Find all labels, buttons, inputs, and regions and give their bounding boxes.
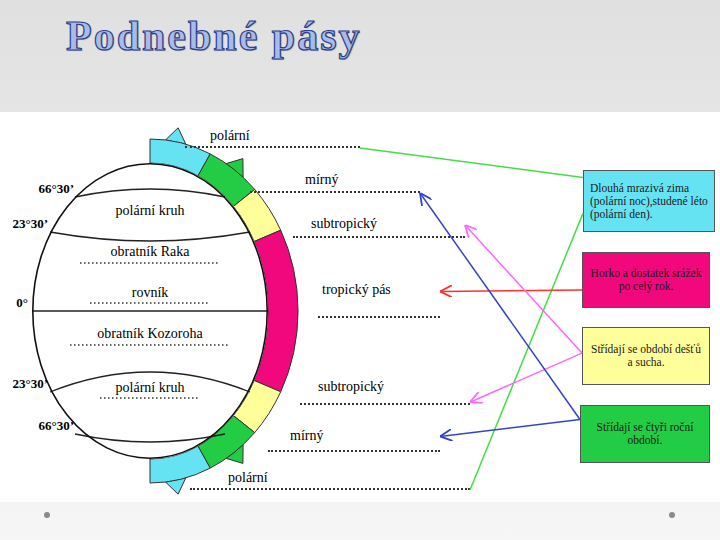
dotted-underline — [100, 397, 200, 399]
slide-dot — [669, 512, 675, 518]
latitude-line — [75, 189, 225, 197]
connector-line — [440, 290, 582, 291]
globe-circle: polární kruh obratník Raka rovník obratník … — [32, 163, 268, 459]
zone-name: subtropický — [311, 216, 465, 232]
dotted-underline — [90, 302, 210, 304]
climate-description: Střídají se čtyři roční období. — [587, 421, 703, 447]
degree-label: 23°30’ — [12, 376, 48, 392]
latitude-line — [50, 232, 250, 241]
degree-label: 0° — [16, 295, 28, 311]
climate-box: Střídají se čtyři roční období. — [580, 405, 710, 463]
content-area — [0, 112, 720, 502]
zone-label: polární — [185, 126, 360, 148]
degree-label: 66°30’ — [38, 181, 74, 197]
climate-box: Horko a dostatek srážek po celý rok. — [582, 252, 710, 308]
dotted-underline — [80, 262, 220, 264]
zone-label: mírný — [268, 426, 440, 452]
dotted-underlines — [70, 263, 230, 398]
zone-name: polární — [210, 128, 360, 144]
connector-line — [465, 225, 582, 353]
zone-label: subtropický — [300, 377, 470, 405]
climate-box: Střídají se období dešťů a sucha. — [582, 327, 710, 385]
latitude-name: obratník Raka — [111, 244, 190, 260]
globe-fill — [32, 163, 268, 459]
climate-description: Střídají se období dešťů a sucha. — [589, 343, 703, 369]
zone-name: tropický pás — [322, 282, 440, 298]
degree-label: 23°30’ — [12, 216, 48, 232]
zone-name: mírný — [290, 428, 440, 444]
climate-box: Dlouhá mrazivá zima (polární noc),studen… — [583, 170, 715, 232]
connector-line — [470, 353, 582, 402]
latitude-name: polární kruh — [116, 380, 185, 396]
latitude-lines — [32, 189, 268, 442]
slide-title: Podnebné pásy — [66, 12, 362, 60]
connector-line — [420, 193, 580, 420]
connector-line — [440, 420, 580, 437]
zone-label: mírný — [250, 168, 420, 193]
climate-description: Dlouhá mrazivá zima (polární noc),studen… — [590, 182, 708, 221]
zone-label: tropický pás — [318, 280, 440, 318]
zone-name: polární — [228, 470, 470, 486]
latitude-line — [75, 434, 225, 442]
zone-label: subtropický — [293, 212, 465, 238]
connector-line — [360, 148, 583, 177]
connector-line — [470, 213, 583, 490]
slide-dot — [44, 512, 50, 518]
latitude-name: obratník Kozoroha — [97, 326, 202, 342]
latitude-name: polární kruh — [116, 203, 185, 219]
equator-line — [32, 310, 268, 311]
dotted-underline — [70, 344, 230, 346]
degree-label: 66°30’ — [38, 418, 74, 434]
globe-outline — [33, 164, 267, 458]
zone-label: polární — [190, 468, 470, 490]
zone-name: subtropický — [318, 379, 470, 395]
latitude-name: rovník — [132, 285, 169, 301]
climate-description: Horko a dostatek srážek po celý rok. — [589, 267, 703, 293]
zone-name: mírný — [305, 172, 420, 188]
